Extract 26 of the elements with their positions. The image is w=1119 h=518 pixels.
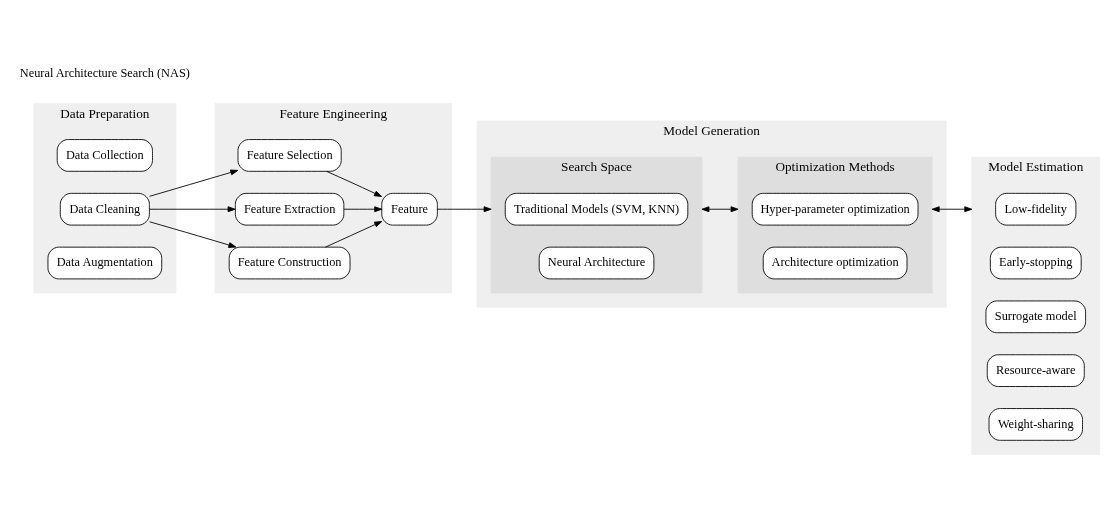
node-box: Architecture optimization (762, 246, 908, 279)
node-box: Feature Selection (237, 138, 342, 172)
arrow (436, 205, 492, 212)
node-box: Data Augmentation (47, 246, 163, 279)
arrow (326, 170, 382, 197)
arrow (701, 205, 739, 212)
node-box: Traditional Models (SVM, KNN) (504, 192, 689, 226)
node-box: Data Collection (56, 138, 153, 172)
arrow (149, 169, 239, 197)
arrow (325, 220, 383, 247)
node-box: Feature (381, 192, 438, 226)
arrow (931, 205, 973, 212)
node-box: Early-stopping (989, 246, 1082, 279)
node-box: Feature Extraction (234, 192, 345, 226)
label: Neural Architecture Search (NAS) (19, 65, 190, 80)
arrow (149, 205, 236, 212)
node-box: Feature Construction (228, 246, 351, 279)
node-box: Neural Architecture (538, 246, 655, 279)
node-box: Weight-sharing (988, 407, 1083, 441)
node-box: Hyper-parameter optimization (751, 192, 919, 226)
arrow (149, 220, 237, 248)
node-box: Low-fidelity (995, 192, 1077, 226)
node-box: Resource-aware (986, 353, 1085, 387)
node-box: Data Cleaning (59, 192, 150, 226)
arrow (343, 205, 383, 212)
node-box: Surrogate model (985, 300, 1087, 333)
